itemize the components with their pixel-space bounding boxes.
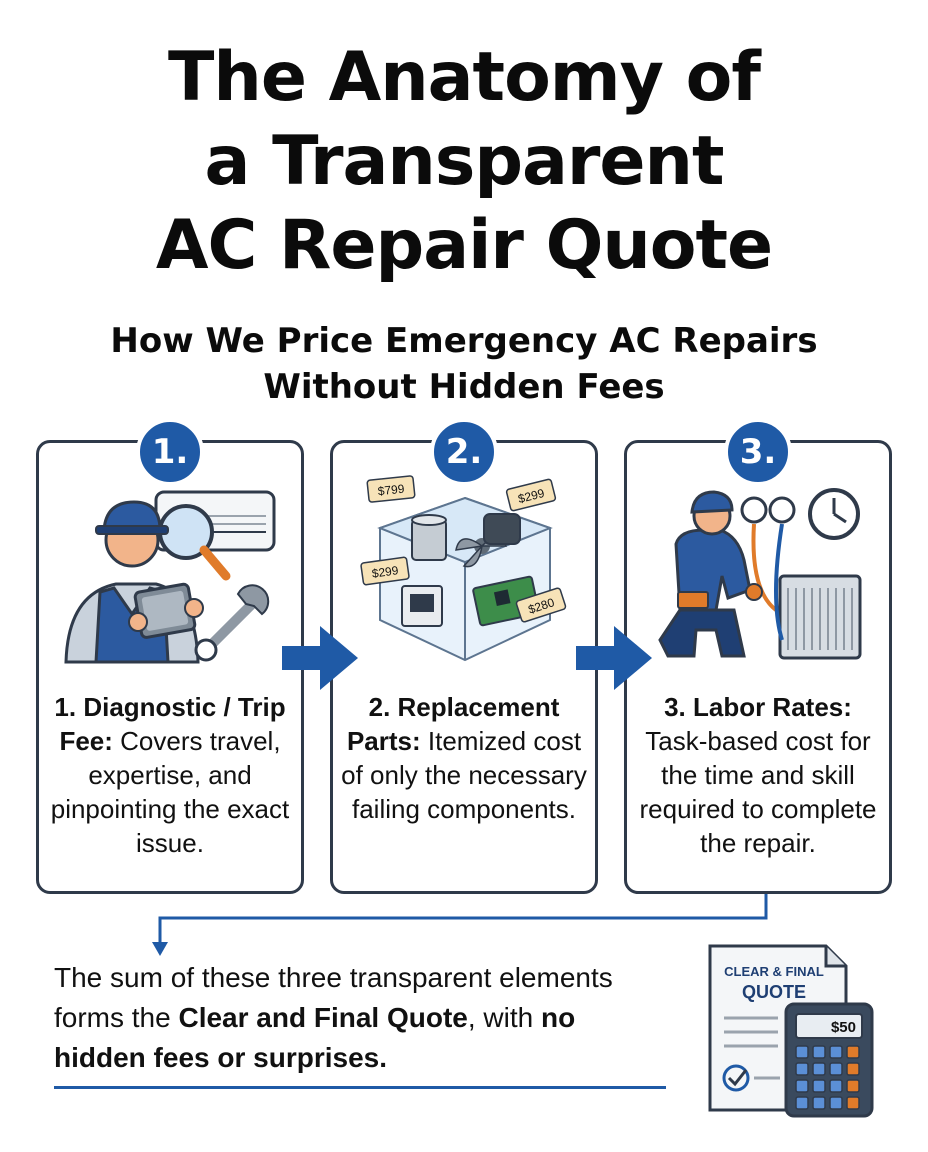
step-2-heading: 2. Replacement Parts: <box>346 692 560 756</box>
summary-part-2: , with <box>467 1002 542 1033</box>
title-line-1: The Anatomy of <box>168 38 761 117</box>
price-tag-2-text: $299 <box>517 486 547 506</box>
page-title: The Anatomy of a Transparent AC Repair Q… <box>0 36 928 288</box>
price-tag-3-text: $299 <box>371 563 400 581</box>
calculator-display: $50 <box>831 1019 856 1036</box>
title-line-3: AC Repair Quote <box>155 206 773 285</box>
summary-text: The sum of these three transparent eleme… <box>54 958 674 1078</box>
step-3-text: 3. Labor Rates: Task-based cost for the … <box>632 690 884 860</box>
summary-bold-2: no hidden fees or surprises. <box>54 1002 576 1073</box>
subtitle-line-2: Without Hidden Fees <box>263 367 665 407</box>
quote-doc-title-2: QUOTE <box>742 982 806 1002</box>
summary-bold-1: Clear and Final Quote <box>178 1002 468 1033</box>
step-1-heading: 1. Diagnostic / Trip Fee: <box>54 692 286 756</box>
step-2-text: 2. Replacement Parts: Itemized cost of o… <box>338 690 590 826</box>
step-badge-1: 1. <box>136 418 204 486</box>
step-1-body: Covers travel, expertise, and pinpointin… <box>50 726 290 858</box>
price-tag-1-text: $799 <box>377 482 405 499</box>
summary-underline <box>54 1086 666 1089</box>
price-tag-1: $799 <box>366 475 416 503</box>
summary-part-1: The sum of these three transparent eleme… <box>54 962 613 1033</box>
arrow-right-icon-1 <box>282 626 358 690</box>
arrow-right-icon-2 <box>576 626 652 690</box>
quote-doc-title-1: CLEAR & FINAL <box>724 964 824 979</box>
price-tag-4: $280 <box>515 587 567 623</box>
step-2-body: Itemized cost of only the necessary fail… <box>341 726 587 824</box>
title-line-2: a Transparent <box>204 122 725 201</box>
price-tag-icons: $799 $299 $299 $280 <box>360 475 567 623</box>
quote-document-calculator-icon: CLEAR & FINAL QUOTE $50 <box>708 944 874 1118</box>
step-badge-3: 3. <box>724 418 792 486</box>
price-tag-2: $299 <box>505 478 557 512</box>
page-subtitle: How We Price Emergency AC Repairs Withou… <box>0 318 928 410</box>
step-1-text: 1. Diagnostic / Trip Fee: Covers travel,… <box>44 690 296 860</box>
technician-diagnostic-icon <box>64 490 276 664</box>
price-tag-3: $299 <box>360 556 410 586</box>
subtitle-line-1: How We Price Emergency AC Repairs <box>110 321 818 361</box>
step-3-heading: 3. Labor Rates: <box>664 692 852 722</box>
step-3-body: Task-based cost for the time and skill r… <box>639 726 877 858</box>
replacement-parts-icon <box>377 496 553 662</box>
step-badge-2: 2. <box>430 418 498 486</box>
technician-labor-icon <box>658 488 862 660</box>
